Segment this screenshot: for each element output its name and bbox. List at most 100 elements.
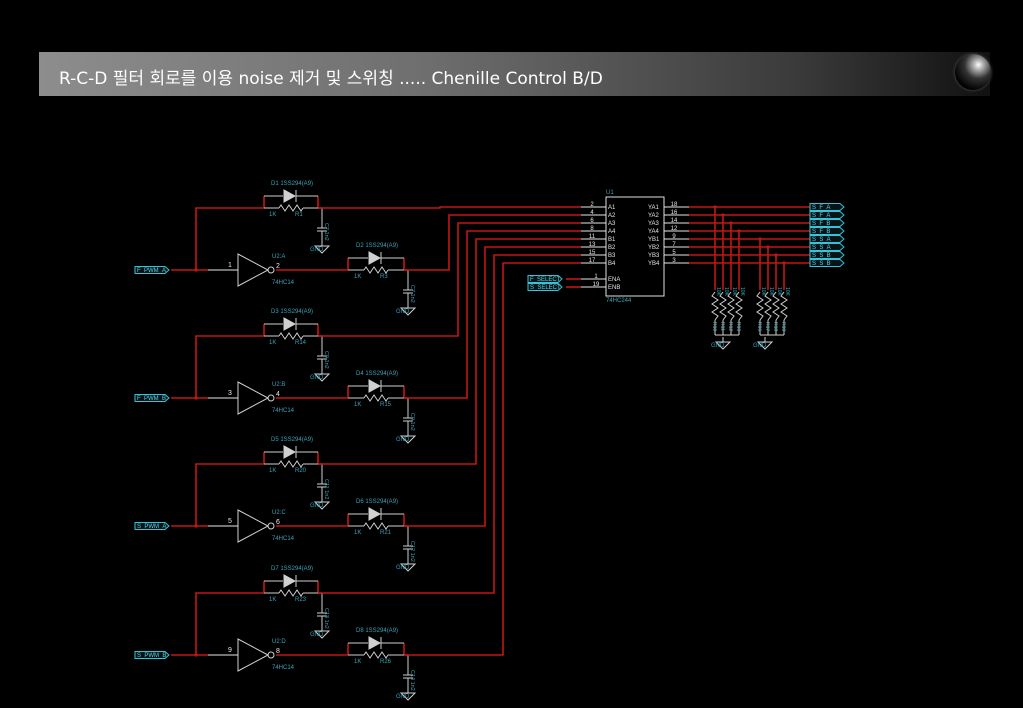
- net-port: S_PWM_A: [134, 522, 170, 530]
- resistor-ref: R15: [380, 402, 392, 408]
- pin-number: 5: [228, 518, 232, 525]
- net-port: S_F_B: [809, 219, 845, 227]
- ic-ref: U1: [606, 190, 614, 196]
- resistor-ref: R26: [380, 659, 392, 665]
- ground-symbol: GND: [310, 497, 331, 510]
- ic-pin-name: B3: [608, 253, 616, 259]
- ic-pin-number: 16: [671, 210, 678, 216]
- port-shape: [809, 211, 845, 219]
- resistor-value: 10K: [760, 287, 766, 297]
- resistor-value: 10K: [768, 287, 774, 297]
- net-port: S_F_B: [809, 227, 845, 235]
- ground-label: GND: [396, 437, 410, 443]
- resistor-icon: [278, 332, 304, 340]
- resistor-icon: [278, 589, 304, 597]
- ground-triangle: [756, 341, 774, 350]
- diode-label: D7 1SS294(A9): [271, 566, 313, 572]
- ground-label: GND: [396, 694, 410, 700]
- inverter-icon: [237, 509, 270, 543]
- capacitor-label: C9 1n2: [323, 351, 329, 369]
- ground-symbol: GND: [310, 241, 331, 254]
- ic-pin-number: 18: [671, 202, 678, 208]
- resistor-value: 10K: [784, 287, 790, 297]
- inverter-part: 74HC14: [272, 665, 295, 671]
- bypass-wire: [195, 592, 264, 655]
- inverter-part: 74HC14: [272, 536, 295, 542]
- resistor-ref: R17: [764, 322, 770, 331]
- resistor-icon: [711, 291, 719, 321]
- resistor-value: 10K: [739, 287, 745, 297]
- resistor-value: 1K: [354, 402, 361, 408]
- resistor-ref: R21: [380, 530, 392, 536]
- capacitor-label: C7 1n2: [409, 285, 415, 303]
- capacitor-label: C12 1n2: [409, 541, 415, 562]
- diode-icon: [368, 636, 382, 650]
- pin-number: 9: [228, 647, 232, 654]
- capacitor-label: C9 1n2: [409, 413, 415, 431]
- resistor-value: 1K: [269, 597, 276, 603]
- net-port: S_S_A: [809, 243, 845, 251]
- ic-pin-name: A3: [608, 221, 616, 227]
- ground-label: GND: [396, 309, 410, 315]
- port-label: S_S_A: [812, 245, 831, 251]
- diode-label: D4 1SS294(A9): [356, 371, 398, 377]
- resistor-icon: [735, 291, 743, 321]
- ground-label: GND: [310, 503, 324, 509]
- ground-triangle: [399, 307, 417, 316]
- ground-triangle: [714, 341, 732, 350]
- resistor-ref: R1: [295, 212, 303, 218]
- resistor-ref: R10: [711, 322, 717, 331]
- resistor-value: 10K: [776, 287, 782, 297]
- resistor-ref: R3: [380, 274, 388, 280]
- port-shape: [134, 522, 170, 530]
- port-shape: [809, 203, 845, 211]
- title-bar: R-C-D 필터 회로를 이용 noise 제거 및 스위칭 ..... Che…: [39, 52, 990, 96]
- inverter-ref: U2:D: [272, 639, 286, 645]
- inverter-icon: [237, 381, 270, 415]
- ground-triangle: [313, 245, 331, 254]
- resistor-icon: [363, 266, 389, 274]
- port-shape: [134, 394, 170, 402]
- ground-symbol: GND: [396, 688, 417, 701]
- capacitor-label: C13 1n2: [323, 608, 329, 629]
- ic-pin-number: 15: [589, 250, 596, 256]
- slide-title: R-C-D 필터 회로를 이용 noise 제거 및 스위칭 ..... Che…: [59, 69, 603, 89]
- bus-wire: [404, 230, 581, 399]
- ic-pin-number: 13: [589, 242, 596, 248]
- resistor-icon: [719, 291, 727, 321]
- port-label: S_F_A: [812, 213, 830, 219]
- port-label: S_SELECT: [530, 285, 561, 291]
- ground-triangle: [313, 630, 331, 639]
- net-port: F_PWM_A: [134, 266, 170, 274]
- ground-symbol: GND: [396, 303, 417, 316]
- inverter-icon: [237, 253, 270, 287]
- diode-label: D3 1SS294(A9): [271, 309, 313, 315]
- port-shape: [809, 235, 845, 243]
- resistor-value: 1K: [354, 530, 361, 536]
- resistor-ref: R13: [735, 322, 741, 331]
- ground-label: GND: [310, 375, 324, 381]
- inverter-bubble: [267, 394, 275, 402]
- port-shape: [809, 259, 845, 267]
- port-shape: [809, 243, 845, 251]
- ic-pin-name: YB2: [648, 245, 660, 251]
- resistor-icon: [363, 522, 389, 530]
- ic-pin-name: YA4: [648, 229, 660, 235]
- bypass-wire: [195, 463, 264, 526]
- resistor-icon: [780, 291, 788, 321]
- port-shape: [527, 275, 563, 283]
- ground-symbol: GND: [310, 626, 331, 639]
- port-label: S_F_A: [812, 205, 830, 211]
- ic-pin-name: YB1: [648, 237, 660, 243]
- resistor-ref: R11: [719, 322, 725, 331]
- junction-dot: [766, 245, 770, 249]
- port-label: F_SELECT: [530, 277, 561, 283]
- ic-pin-number: 9: [672, 234, 676, 240]
- rcd-filter: D4 1SS294(A9) 1K R15 C9 1n2: [347, 371, 415, 431]
- resistor-ref: R20: [295, 468, 307, 474]
- pin-number: 1: [228, 262, 232, 269]
- resistor-value: 1K: [269, 468, 276, 474]
- port-shape: [809, 219, 845, 227]
